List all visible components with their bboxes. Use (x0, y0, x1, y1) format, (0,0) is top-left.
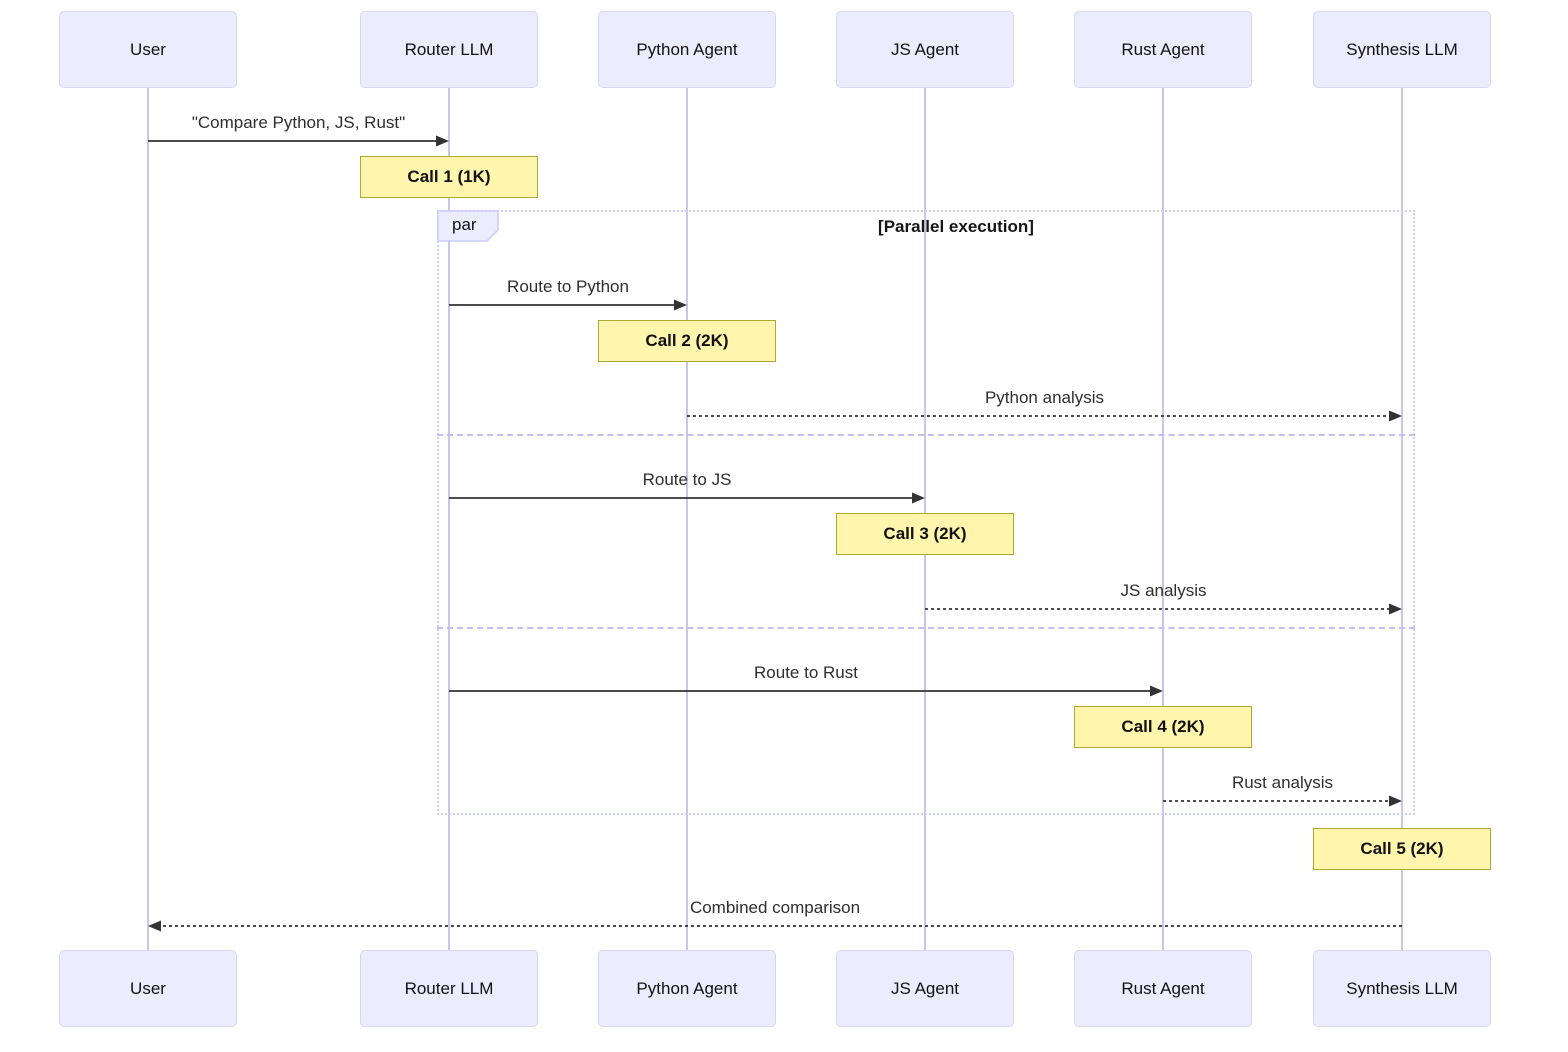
arrowhead-icon (1389, 410, 1402, 422)
actor-bottom-router-llm: Router LLM (360, 950, 538, 1027)
actor-bottom-user: User (59, 950, 237, 1027)
lifeline-python-agent (686, 88, 688, 950)
par-divider-2 (437, 627, 1415, 629)
message-label-rust-analysis: Rust analysis (1231, 773, 1334, 792)
message-compare-python-js-rust (148, 135, 449, 147)
message-route-to-python (449, 299, 687, 311)
actor-top-python-agent: Python Agent (598, 11, 776, 88)
par-label-text: par (452, 215, 477, 234)
arrowhead-icon (1389, 603, 1402, 615)
message-rust-analysis (1163, 795, 1402, 807)
par-label-shape (437, 210, 499, 242)
actor-top-router-llm: Router LLM (360, 11, 538, 88)
par-frame-title: [Parallel execution] (878, 217, 1034, 236)
actor-bottom-synthesis-llm: Synthesis LLM (1313, 950, 1491, 1027)
lifeline-synthesis-llm (1401, 88, 1403, 950)
actor-top-user: User (59, 11, 237, 88)
note-call-1-1k: Call 1 (1K) (360, 156, 538, 198)
message-python-analysis (687, 410, 1402, 422)
message-combined-comparison (148, 920, 1402, 932)
par-label-tag (437, 210, 499, 242)
message-label-route-to-rust: Route to Rust (754, 663, 858, 682)
arrowhead-icon (1150, 685, 1163, 697)
arrowhead-icon (1389, 795, 1402, 807)
actor-top-js-agent: JS Agent (836, 11, 1014, 88)
actor-bottom-python-agent: Python Agent (598, 950, 776, 1027)
actor-top-synthesis-llm: Synthesis LLM (1313, 11, 1491, 88)
arrowhead-icon (912, 492, 925, 504)
actor-bottom-rust-agent: Rust Agent (1074, 950, 1252, 1027)
lifeline-router-llm (448, 88, 450, 950)
lifeline-rust-agent (1162, 88, 1164, 950)
message-label-python-analysis: Python analysis (984, 388, 1105, 407)
arrowhead-icon (674, 299, 687, 311)
par-divider-1 (437, 434, 1415, 436)
message-route-to-js (449, 492, 925, 504)
message-label-compare-python-js-rust: "Compare Python, JS, Rust" (191, 113, 406, 132)
par-frame (437, 210, 1415, 815)
note-call-5-2k: Call 5 (2K) (1313, 828, 1491, 870)
note-call-3-2k: Call 3 (2K) (836, 513, 1014, 555)
arrowhead-icon (436, 135, 449, 147)
note-call-2-2k: Call 2 (2K) (598, 320, 776, 362)
message-route-to-rust (449, 685, 1163, 697)
message-label-combined-comparison: Combined comparison (689, 898, 861, 917)
message-label-route-to-js: Route to JS (642, 470, 732, 489)
message-label-js-analysis: JS analysis (1120, 581, 1207, 600)
actor-top-rust-agent: Rust Agent (1074, 11, 1252, 88)
lifeline-user (147, 88, 149, 950)
message-js-analysis (925, 603, 1402, 615)
arrowhead-icon (148, 920, 161, 932)
actor-bottom-js-agent: JS Agent (836, 950, 1014, 1027)
note-call-4-2k: Call 4 (2K) (1074, 706, 1252, 748)
message-label-route-to-python: Route to Python (507, 277, 629, 296)
